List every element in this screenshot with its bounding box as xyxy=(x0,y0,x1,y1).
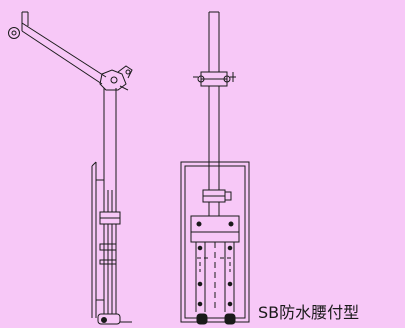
hidden-lines xyxy=(197,257,233,272)
side-view xyxy=(8,11,133,325)
side-foot xyxy=(97,313,132,325)
upper-pole xyxy=(208,11,220,200)
side-clamp xyxy=(99,211,121,265)
inclined-arm xyxy=(21,11,107,85)
elbow-joint xyxy=(99,65,133,91)
diagram-caption: SB防水腰付型 xyxy=(258,303,360,322)
vertical-post xyxy=(103,88,117,316)
mid-clamp xyxy=(202,189,232,216)
front-view xyxy=(180,11,250,325)
upper-clamp xyxy=(193,71,236,87)
front-feet xyxy=(181,313,249,325)
side-panel xyxy=(91,161,104,318)
inner-plate xyxy=(190,215,240,312)
front-bolts xyxy=(197,245,233,307)
end-wheel xyxy=(8,27,20,39)
